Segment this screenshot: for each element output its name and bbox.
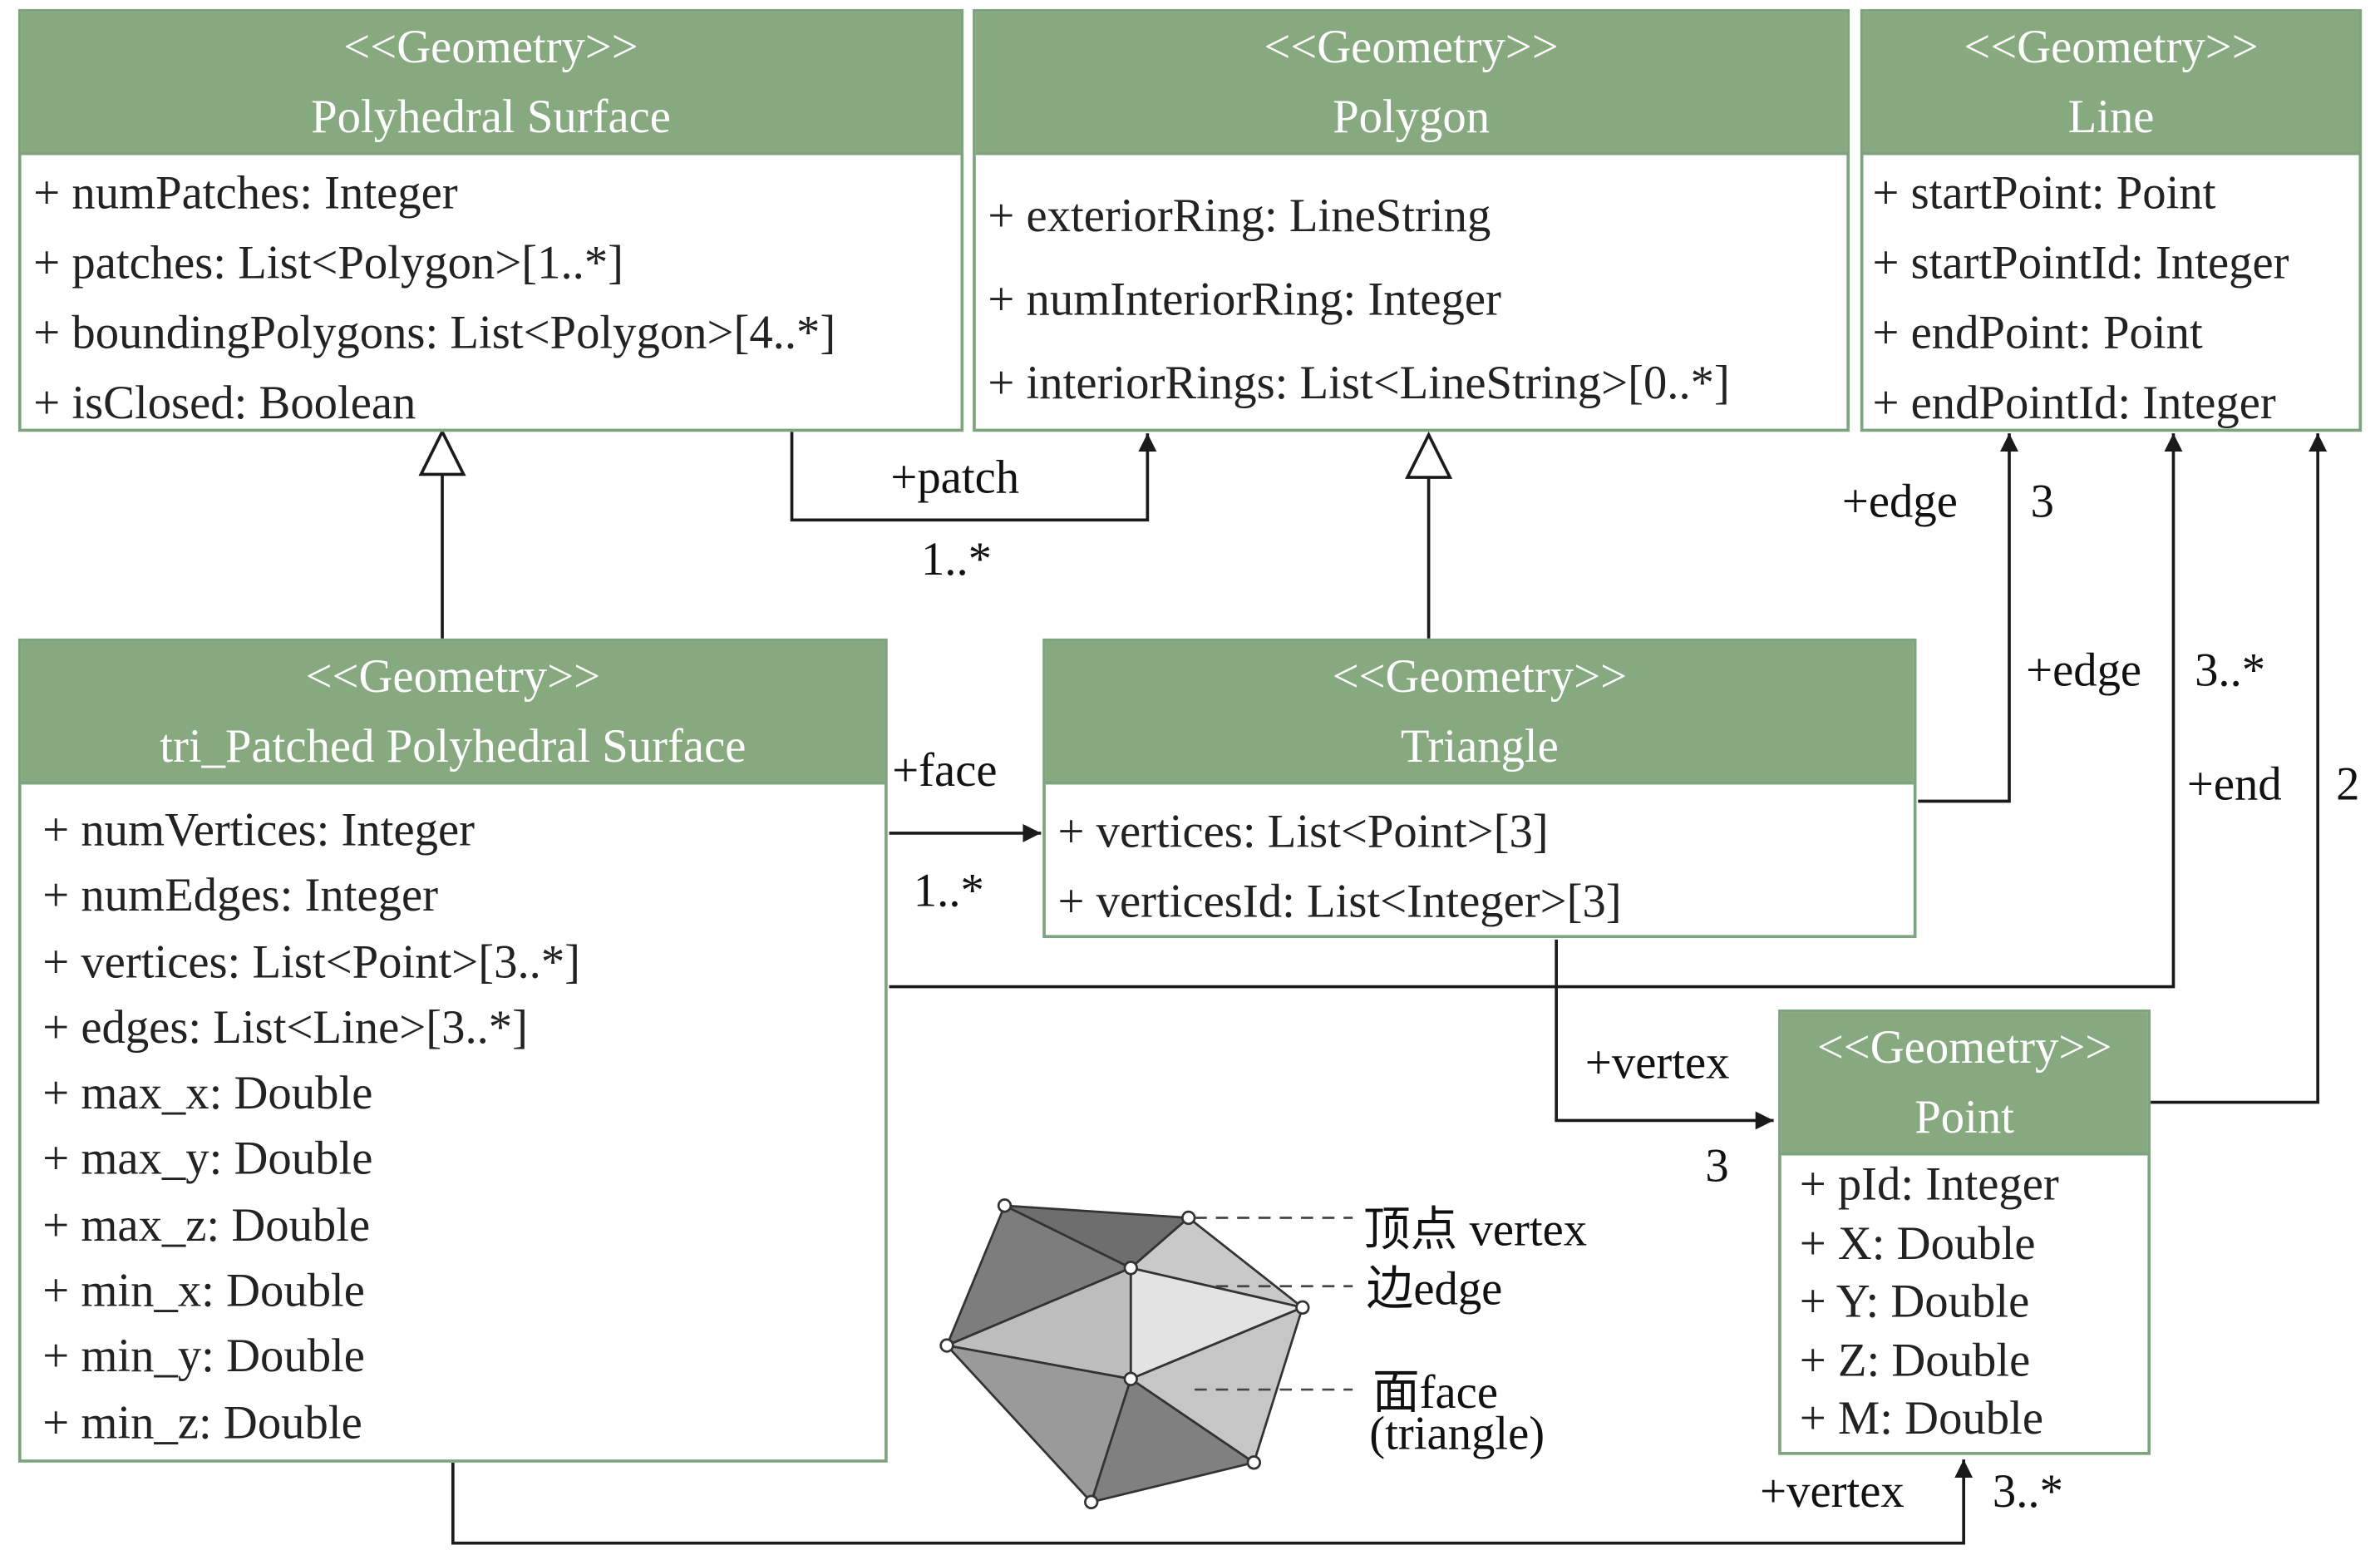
- triangle-vertex-association-line: [1555, 939, 1774, 1130]
- attribute-list: + pId: Integer + X: Double + Y: Double +…: [1781, 1156, 2148, 1449]
- attribute: + Z: Double: [1799, 1332, 2031, 1386]
- legend-edge-label: 边edge: [1366, 1261, 1503, 1316]
- attribute: + X: Double: [1799, 1215, 2036, 1269]
- face-multiplicity-label: 1..*: [913, 863, 984, 917]
- attribute: + startPointId: Integer: [1872, 235, 2289, 289]
- tin-illustration: [943, 1203, 1307, 1505]
- class-header: <<Geometry>> Polyhedral Surface: [21, 12, 961, 156]
- class-point[interactable]: <<Geometry>> Point + pId: Integer + X: D…: [1778, 1009, 2151, 1455]
- attribute: + startPoint: Point: [1872, 165, 2216, 220]
- triangle-vertex-role-label: +vertex: [1584, 1035, 1730, 1089]
- attribute: + min_y: Double: [42, 1329, 365, 1383]
- patch-multiplicity-label: 1..*: [920, 531, 992, 585]
- surface-edge-association-line: [889, 433, 2183, 989]
- attribute: + isClosed: Boolean: [33, 375, 416, 429]
- attribute: + max_y: Double: [42, 1132, 373, 1186]
- attribute-list: + startPoint: Point + startPointId: Inte…: [1863, 155, 2358, 437]
- class-name: Triangle: [1400, 718, 1559, 773]
- vertex-dot: [939, 1338, 954, 1353]
- stereotype-label: <<Geometry>>: [305, 649, 601, 703]
- attribute: + pId: Integer: [1799, 1157, 2059, 1211]
- attribute: + Y: Double: [1799, 1274, 2030, 1328]
- stereotype-label: <<Geometry>>: [1264, 19, 1559, 73]
- surface-edge-multiplicity-label: 3..*: [2195, 643, 2266, 697]
- class-header: <<Geometry>> Point: [1781, 1012, 2148, 1156]
- class-header: <<Geometry>> Triangle: [1045, 641, 1914, 785]
- vertex-dot: [1123, 1261, 1138, 1276]
- triangle-vertex-multiplicity-label: 3: [1705, 1138, 1729, 1192]
- attribute: + M: Double: [1799, 1390, 2044, 1444]
- legend-face-label: 面face: [1372, 1365, 1498, 1419]
- vertex-dot: [1084, 1494, 1099, 1510]
- attribute: + numPatches: Integer: [33, 165, 458, 220]
- attribute: + min_z: Double: [42, 1395, 362, 1449]
- end-association-line: [2151, 433, 2328, 1104]
- class-polyhedral-surface[interactable]: <<Geometry>> Polyhedral Surface + numPat…: [17, 8, 964, 432]
- class-triangle[interactable]: <<Geometry>> Triangle + vertices: List<P…: [1042, 638, 1917, 939]
- patch-role-label: +patch: [890, 450, 1020, 504]
- legend-vertex-label: 顶点 vertex: [1362, 1202, 1588, 1256]
- vertex-dot: [1246, 1455, 1262, 1470]
- vertex-dot: [1295, 1300, 1310, 1316]
- stereotype-label: <<Geometry>>: [1332, 649, 1628, 703]
- triangle-edge-association-line: [1918, 433, 2018, 803]
- attribute: + numInteriorRing: Integer: [988, 272, 1501, 326]
- vertex-dot: [1181, 1210, 1196, 1226]
- attribute: + vertices: List<Point>[3..*]: [42, 934, 581, 988]
- attribute: + numVertices: Integer: [42, 802, 476, 857]
- stereotype-label: <<Geometry>>: [1816, 1019, 2112, 1074]
- face-illustration-8: [944, 1343, 1133, 1505]
- attribute: + min_x: Double: [42, 1263, 365, 1317]
- surface-vertex-role-label: +vertex: [1760, 1464, 1904, 1518]
- class-header: <<Geometry>> tri_Patched Polyhedral Surf…: [21, 641, 885, 785]
- class-name: Polyhedral Surface: [311, 89, 671, 143]
- legend-face-sub-label: (triangle): [1369, 1406, 1545, 1460]
- attribute: + vertices: List<Point>[3]: [1057, 804, 1549, 858]
- vertex-dot: [1123, 1371, 1138, 1386]
- vertex-dot: [997, 1198, 1013, 1213]
- attribute-list: + numVertices: Integer + numEdges: Integ…: [22, 784, 884, 1454]
- attribute: + numEdges: Integer: [42, 868, 439, 922]
- attribute-list: + exteriorRing: LineString + numInterior…: [976, 155, 1847, 424]
- class-name: Polygon: [1333, 89, 1491, 143]
- class-tri-patched-polyhedral-surface[interactable]: <<Geometry>> tri_Patched Polyhedral Surf…: [17, 638, 888, 1463]
- attribute: + max_z: Double: [42, 1197, 371, 1251]
- generalization-arrowhead-surface: [418, 428, 466, 476]
- attribute: + interiorRings: List<LineString>[0..*]: [988, 355, 1730, 409]
- attribute: + boundingPolygons: List<Polygon>[4..*]: [33, 305, 836, 359]
- attribute: + verticesId: List<Integer>[3]: [1057, 874, 1622, 928]
- attribute-list: + numPatches: Integer + patches: List<Po…: [22, 155, 961, 437]
- class-name: Point: [1914, 1089, 2014, 1143]
- generalization-arrowhead-triangle: [1405, 431, 1453, 479]
- attribute: + endPoint: Point: [1872, 305, 2203, 359]
- surface-edge-role-label: +edge: [2026, 643, 2142, 697]
- attribute: + edges: List<Line>[3..*]: [42, 1000, 529, 1054]
- attribute: + exteriorRing: LineString: [988, 188, 1491, 242]
- attribute: + max_x: Double: [42, 1065, 373, 1119]
- attribute-list: + vertices: List<Point>[3] + verticesId:…: [1046, 784, 1914, 936]
- stereotype-label: <<Geometry>>: [343, 19, 638, 73]
- class-polygon[interactable]: <<Geometry>> Polygon + exteriorRing: Lin…: [973, 8, 1850, 432]
- attribute: + endPointId: Integer: [1872, 375, 2276, 429]
- class-header: <<Geometry>> Polygon: [975, 12, 1847, 156]
- class-line[interactable]: <<Geometry>> Line + startPoint: Point + …: [1860, 8, 2363, 432]
- surface-vertex-multiplicity-label: 3..*: [1992, 1464, 2063, 1518]
- attribute: + patches: List<Polygon>[1..*]: [33, 235, 624, 289]
- patch-association-line: [790, 432, 1157, 522]
- class-header: <<Geometry>> Line: [1863, 12, 2359, 156]
- end-multiplicity-label: 2: [2336, 757, 2360, 811]
- face-role-label: +face: [892, 743, 998, 797]
- stereotype-label: <<Geometry>>: [1964, 19, 2259, 73]
- surface-vertex-association-line: [451, 1459, 1973, 1545]
- class-name: Line: [2067, 89, 2155, 143]
- triangle-edge-role-label: +edge: [1841, 474, 1958, 528]
- triangle-edge-multiplicity-label: 3: [2030, 474, 2054, 528]
- end-role-label: +end: [2186, 757, 2282, 811]
- class-name: tri_Patched Polyhedral Surface: [160, 718, 747, 773]
- tin-vertices: [939, 1198, 1310, 1510]
